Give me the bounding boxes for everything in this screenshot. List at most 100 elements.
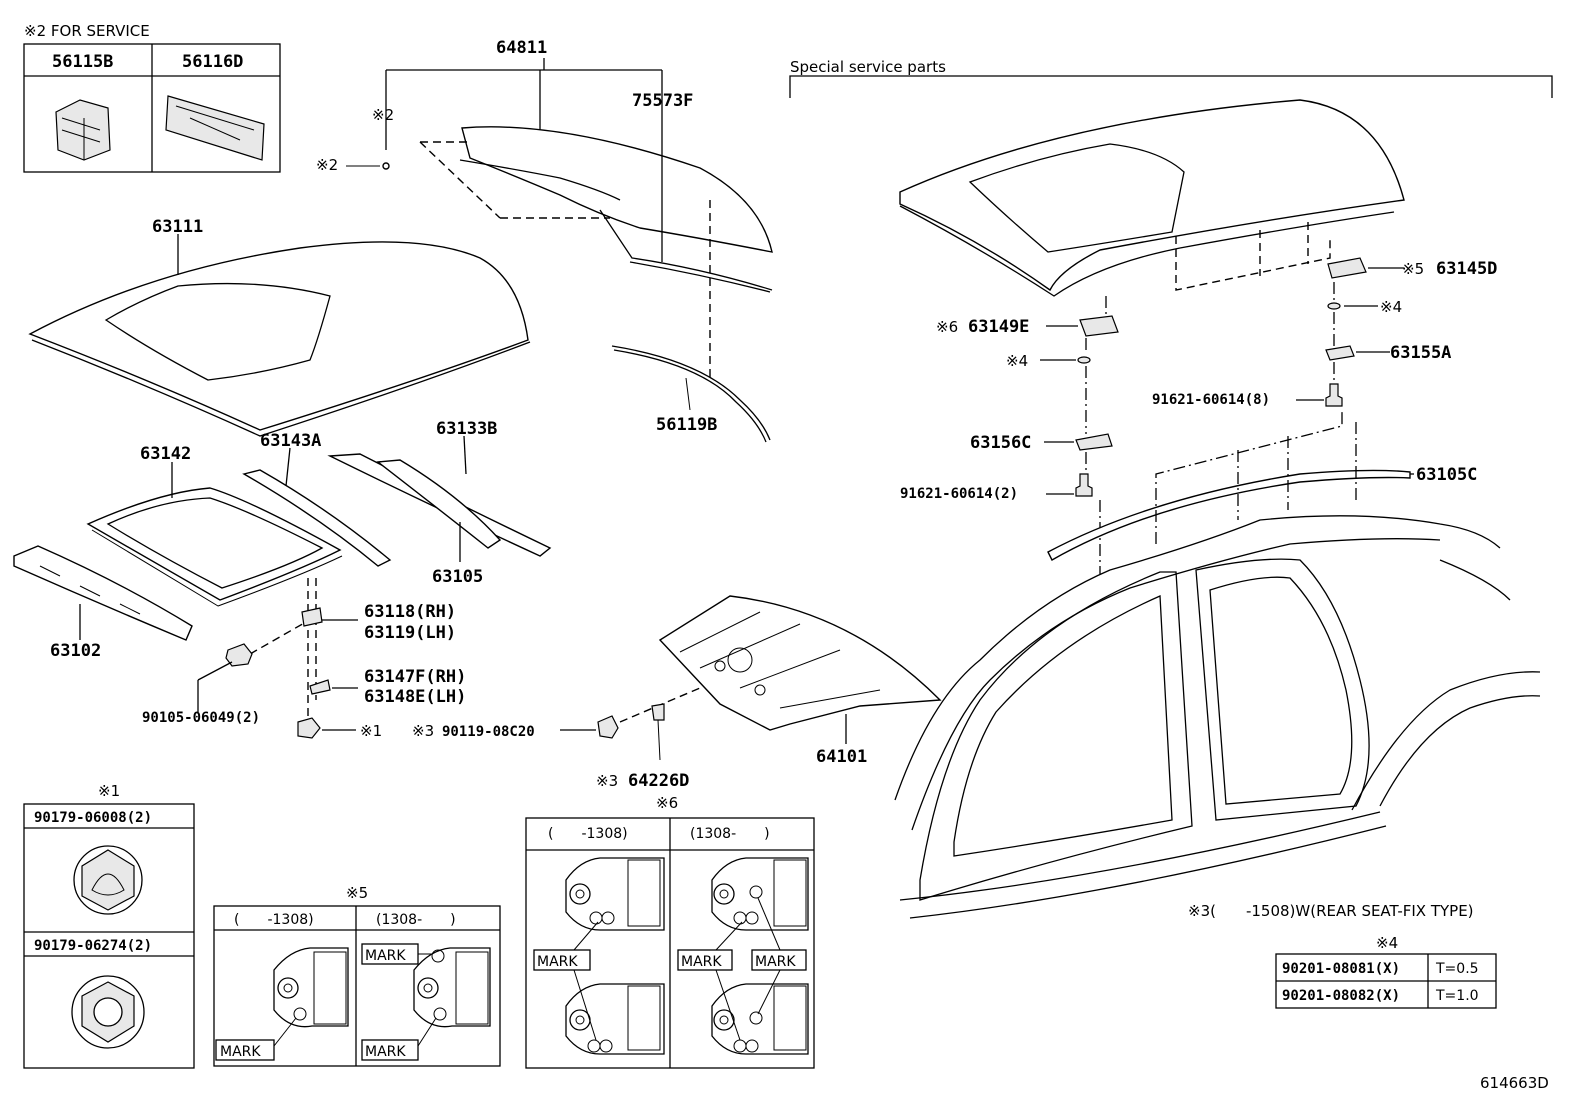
bracket-63118-icon	[301, 607, 323, 627]
note5-mark-3: MARK	[365, 1044, 406, 1060]
bracket-63147f-icon	[309, 679, 331, 695]
emblem-56116d-illustration	[165, 95, 265, 161]
note3-text: ※3( -1508)W(REAR SEAT-FIX TYPE)	[1188, 902, 1474, 920]
part-63133b-label: 63133B	[436, 419, 497, 439]
note4-row1-part: 90201-08081(X)	[1282, 961, 1400, 977]
note5-mark-1: MARK	[220, 1044, 261, 1060]
service-part-56116d: 56116D	[182, 52, 243, 72]
part-63143a-label: 63143A	[260, 431, 321, 451]
note5-mark-2: MARK	[365, 948, 406, 964]
note6-mark-2: MARK	[681, 954, 722, 970]
roof-rail-63143a	[242, 469, 392, 567]
ref-1-title: ※1	[98, 782, 120, 800]
ref-4-a: ※4	[1380, 298, 1402, 316]
part-63145d-label: 63145D	[1436, 259, 1497, 279]
part-63119-label: 63119(LH)	[364, 623, 456, 643]
note6-header-1: ( -1308)	[548, 826, 628, 842]
ref-4-title: ※4	[1376, 934, 1398, 952]
part-63102-label: 63102	[50, 641, 101, 661]
bracket-63155a-icon	[1325, 345, 1355, 361]
ref-2-a: ※2	[372, 106, 394, 124]
part-63148e-label: 63148E(LH)	[364, 687, 466, 707]
hex-nut-icon	[71, 975, 145, 1049]
part-63155a-label: 63155A	[1390, 343, 1451, 363]
note5-bracket-left	[273, 947, 349, 1028]
part-63118-label: 63118(RH)	[364, 602, 456, 622]
note6-mark-1: MARK	[537, 954, 578, 970]
note5-header-2: (1308- )	[376, 912, 456, 928]
service-note-title: ※2 FOR SERVICE	[24, 22, 150, 40]
part-63156c-label: 63156C	[970, 433, 1031, 453]
special-service-title: Special service parts	[790, 58, 946, 76]
bolt-90119-icon	[597, 715, 619, 739]
part-63105-label: 63105	[432, 567, 483, 587]
bracket-63145d-icon	[1327, 257, 1367, 279]
service-parts-box: 56115B 56116D	[23, 43, 281, 173]
body-side-panel	[894, 515, 1541, 919]
note1-part-1: 90179-06008(2)	[34, 810, 152, 826]
bracket-63149e-icon	[1079, 315, 1119, 337]
roof-panel-63111	[28, 241, 531, 437]
note6-bracket-left-top	[565, 857, 665, 931]
weatherstrip-56119b	[611, 345, 771, 443]
sunroof-frame-63142	[86, 487, 343, 607]
part-64101-label: 64101	[816, 747, 867, 767]
note4-row2-t: T=1.0	[1435, 988, 1479, 1004]
note4-row2-part: 90201-08082(X)	[1282, 988, 1400, 1004]
roof-rail-63133b	[327, 453, 552, 557]
part-63147f-label: 63147F(RH)	[364, 667, 466, 687]
washer-icon-b	[1077, 356, 1091, 364]
washer-icon	[1327, 302, 1341, 310]
ref-4-b: ※4	[1006, 352, 1028, 370]
note6-mark-3: MARK	[755, 954, 796, 970]
figure-id: 614663D	[1480, 1074, 1549, 1092]
ref-3-a: ※3	[412, 722, 434, 740]
note5-header-1: ( -1308)	[234, 912, 314, 928]
part-56119b-label: 56119B	[656, 415, 717, 435]
ref-6-a: ※6	[936, 318, 958, 336]
part-64226d-label: 64226D	[628, 771, 689, 791]
note6-box: ( -1308) (1308- )	[525, 817, 815, 1069]
nut-note1-icon	[297, 717, 321, 739]
bolt-90105-icon	[225, 643, 253, 667]
part-63105c-label: 63105C	[1416, 465, 1477, 485]
part-75573f-label: 75573F	[632, 91, 693, 111]
bolt-91621-a-icon	[1325, 383, 1343, 407]
note4-table: 90201-08081(X) T=0.5 90201-08082(X) T=1.…	[1275, 953, 1497, 1009]
bolt-91621-b-icon	[1075, 473, 1093, 497]
bracket-63156c-icon	[1075, 433, 1113, 451]
note5-box: ( -1308) (1308- ) MARK MARK MARK	[213, 905, 501, 1067]
ref-5-a: ※5	[1402, 260, 1424, 278]
clip-small-icon	[382, 162, 390, 170]
part-64811-label: 64811	[496, 38, 547, 58]
part-90105-label: 90105-06049(2)	[142, 710, 260, 726]
package-tray-64101	[658, 595, 942, 731]
note4-row1-t: T=0.5	[1435, 961, 1479, 977]
note1-part-2: 90179-06274(2)	[34, 938, 152, 954]
front-header-63102	[13, 545, 193, 641]
roof-rail-63105c	[1047, 469, 1411, 561]
part-91621b-label: 91621-60614(2)	[900, 486, 1018, 502]
clip-56115b-illustration	[55, 99, 111, 161]
part-63149e-label: 63149E	[968, 317, 1029, 337]
note1-box: 90179-06008(2) 90179-06274(2)	[23, 803, 195, 1069]
ref-1-a: ※1	[360, 722, 382, 740]
roof-moulding-group	[419, 126, 773, 380]
ref-5-title: ※5	[346, 884, 368, 902]
ref-3-b: ※3	[596, 772, 618, 790]
note6-bracket-left-bottom	[565, 983, 665, 1055]
part-63142-label: 63142	[140, 444, 191, 464]
note6-bracket-right-top	[711, 857, 809, 931]
service-part-56115b: 56115B	[52, 52, 113, 72]
part-63111-label: 63111	[152, 217, 203, 237]
flange-nut-icon	[73, 845, 143, 915]
note6-header-2: (1308- )	[690, 826, 770, 842]
ref-6-title: ※6	[656, 794, 678, 812]
note6-bracket-right-bottom	[711, 983, 809, 1055]
special-roof-panel	[899, 99, 1405, 297]
bracket-64226d-icon	[651, 703, 665, 761]
note5-bracket-right	[413, 947, 491, 1028]
part-90119-label: 90119-08C20	[442, 724, 535, 740]
ref-2-b: ※2	[316, 156, 338, 174]
